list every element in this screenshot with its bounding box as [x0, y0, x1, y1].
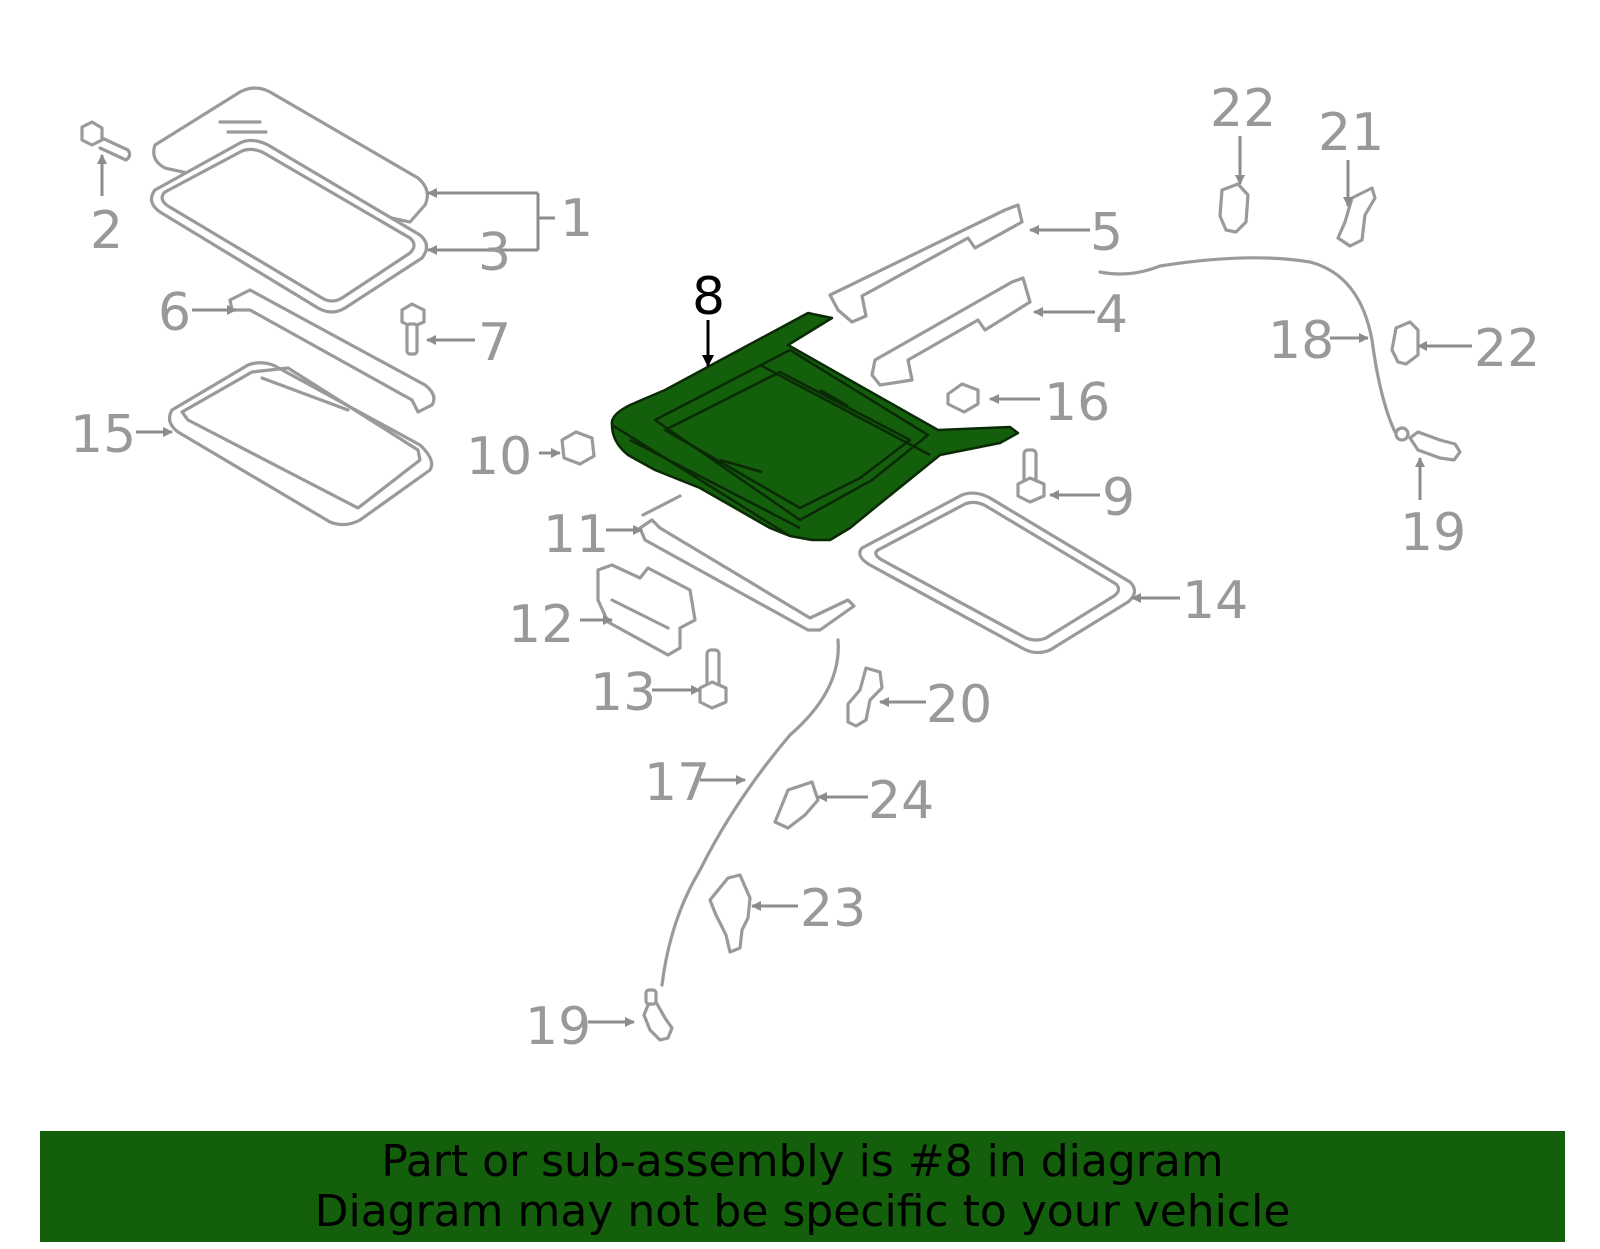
part-24-clip [773, 780, 820, 830]
part-22-clip-right [1390, 320, 1420, 366]
part-19-hose-end-bottom [642, 988, 674, 1042]
callout-10: 10 [466, 427, 532, 487]
part-20-clip [846, 666, 884, 728]
part-8-sunroof-frame-highlighted [610, 311, 1020, 542]
callout-22-right: 22 [1474, 319, 1540, 379]
part-15-sunshade [167, 361, 434, 527]
banner-line-1: Part or sub-assembly is #8 in diagram [381, 1135, 1224, 1187]
callout-24: 24 [868, 771, 934, 831]
callout-14: 14 [1182, 571, 1248, 631]
callout-7: 7 [478, 313, 511, 373]
callout-11: 11 [543, 505, 609, 565]
part-6-wind-deflector [228, 288, 436, 414]
callout-21: 21 [1318, 103, 1384, 163]
callout-23: 23 [800, 879, 866, 939]
callout-1: 1 [560, 189, 593, 249]
callout-3: 3 [478, 223, 511, 283]
callout-labels: 1 2 3 4 5 6 7 8 9 10 11 12 13 14 15 16 1… [70, 79, 1540, 1057]
part-12-motor-bracket [596, 563, 697, 657]
parts-diagram: 1 2 3 4 5 6 7 8 9 10 11 12 13 14 15 16 1… [70, 79, 1540, 1057]
info-banner: Part or sub-assembly is #8 in diagram Di… [40, 1131, 1565, 1242]
callout-4: 4 [1095, 285, 1128, 345]
callout-8: 8 [692, 267, 725, 327]
callout-22-top: 22 [1210, 79, 1276, 139]
leader-lines [97, 136, 1472, 1027]
part-11-rear-rail [638, 494, 856, 632]
callout-20: 20 [926, 675, 992, 735]
part-1-glass-panel [152, 86, 429, 224]
part-19-hose-end-right [1394, 426, 1462, 462]
callout-2: 2 [90, 201, 123, 261]
callout-5: 5 [1090, 203, 1123, 263]
callout-9: 9 [1102, 468, 1135, 528]
part-23-clip [708, 873, 752, 954]
part-18-drain-hose [1098, 256, 1397, 434]
part-3-glass-seal [149, 138, 429, 314]
part-2-bolt [80, 120, 132, 162]
part-7-bolt [400, 302, 426, 356]
callout-13: 13 [590, 663, 656, 723]
callout-17: 17 [644, 753, 710, 813]
part-13-bolt [698, 648, 728, 710]
callout-16: 16 [1044, 373, 1110, 433]
callout-19-bottom: 19 [525, 997, 591, 1057]
part-9-bolt [1016, 448, 1046, 504]
banner-line-2: Diagram may not be specific to your vehi… [314, 1185, 1291, 1237]
part-4-guide-rail [870, 276, 1032, 387]
callout-15: 15 [70, 405, 136, 465]
part-16-pad [946, 382, 980, 414]
callout-19-right: 19 [1400, 503, 1466, 563]
part-5-guide-rail [828, 203, 1024, 324]
callout-12: 12 [508, 595, 574, 655]
part-21-clip [1336, 186, 1377, 248]
part-14-frame-seal [858, 491, 1137, 655]
part-17-drain-hose [660, 638, 840, 987]
callout-18: 18 [1268, 311, 1334, 371]
callout-6: 6 [158, 283, 191, 343]
part-22-clip-top [1218, 182, 1250, 234]
part-10-nut [560, 430, 596, 466]
